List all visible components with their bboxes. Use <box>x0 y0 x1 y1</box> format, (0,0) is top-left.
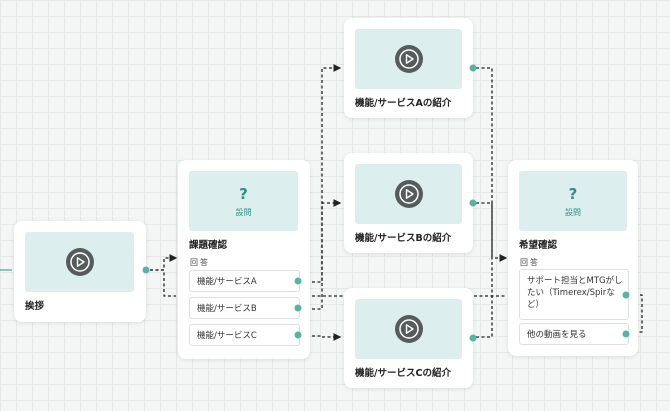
node-title: 課題確認 <box>189 240 228 251</box>
option-support-mtg[interactable]: サポート担当とMTGがしたい（Timerex/Spirなど） <box>519 269 629 320</box>
node-title: 機能/サービスBの紹介 <box>355 233 452 244</box>
option-a-port[interactable] <box>294 277 302 285</box>
node-intro-c[interactable]: 機能/サービスCの紹介 <box>344 288 477 388</box>
node-greeting[interactable]: 挨拶 <box>14 221 150 322</box>
video-thumbnail[interactable] <box>25 232 134 292</box>
option-other-videos[interactable]: 他の動画を見る <box>519 323 629 345</box>
video-thumbnail[interactable] <box>355 299 462 359</box>
play-icon[interactable] <box>394 315 423 343</box>
output-port[interactable] <box>469 199 477 207</box>
node-intro-a[interactable]: 機能/サービスAの紹介 <box>344 18 477 118</box>
node-title: 挨拶 <box>25 301 45 312</box>
question-mark-icon: ? <box>239 185 248 203</box>
option-service-b[interactable]: 機能/サービスB <box>189 297 300 319</box>
connector-intro-c-to-desire <box>476 258 493 338</box>
option-service-c[interactable]: 機能/サービスC <box>189 324 300 346</box>
question-mark-icon: ? <box>568 185 578 203</box>
node-title: 機能/サービスCの紹介 <box>355 368 451 379</box>
connector-intro-a-to-desire <box>476 67 508 262</box>
play-icon[interactable] <box>394 45 423 73</box>
node-issue-check[interactable]: ? 設問 課題確認 回答 機能/サービスA 機能/サービスB 機能/サービスC <box>178 160 310 359</box>
node-title: 希望確認 <box>519 240 558 251</box>
output-port[interactable] <box>469 64 477 72</box>
connector-greeting-to-issue-lower <box>150 269 176 297</box>
play-icon[interactable] <box>65 248 94 276</box>
node-intro-b[interactable]: 機能/サービスBの紹介 <box>344 153 477 253</box>
question-label: 設問 <box>565 208 581 217</box>
connector-greeting-to-issue <box>150 254 178 271</box>
video-thumbnail[interactable] <box>355 29 462 89</box>
option-service-a[interactable]: 機能/サービスA <box>189 270 300 292</box>
option-b-port[interactable] <box>294 304 302 312</box>
option-other-port[interactable] <box>622 330 630 338</box>
output-port[interactable] <box>142 266 150 274</box>
answer-icon: 回 <box>520 258 528 267</box>
question-thumbnail[interactable]: ? 設問 <box>189 171 298 231</box>
question-label: 設問 <box>235 208 252 217</box>
node-title: 機能/サービスAの紹介 <box>355 98 452 109</box>
answer-label: 回答 <box>190 258 208 267</box>
play-icon[interactable] <box>394 180 423 208</box>
output-port[interactable] <box>469 334 477 342</box>
video-thumbnail[interactable] <box>355 164 462 224</box>
answer-icon: 回 <box>190 258 198 267</box>
option-support-port[interactable] <box>622 291 630 299</box>
option-c-port[interactable] <box>294 331 302 339</box>
node-desire-check[interactable]: ? 設問 希望確認 回答 サポート担当とMTGがしたい（Timerex/Spir… <box>508 160 638 356</box>
answer-label: 回答 <box>520 258 538 267</box>
connector-intro-b-to-desire <box>476 202 493 258</box>
question-thumbnail[interactable]: ? 設問 <box>519 171 627 231</box>
